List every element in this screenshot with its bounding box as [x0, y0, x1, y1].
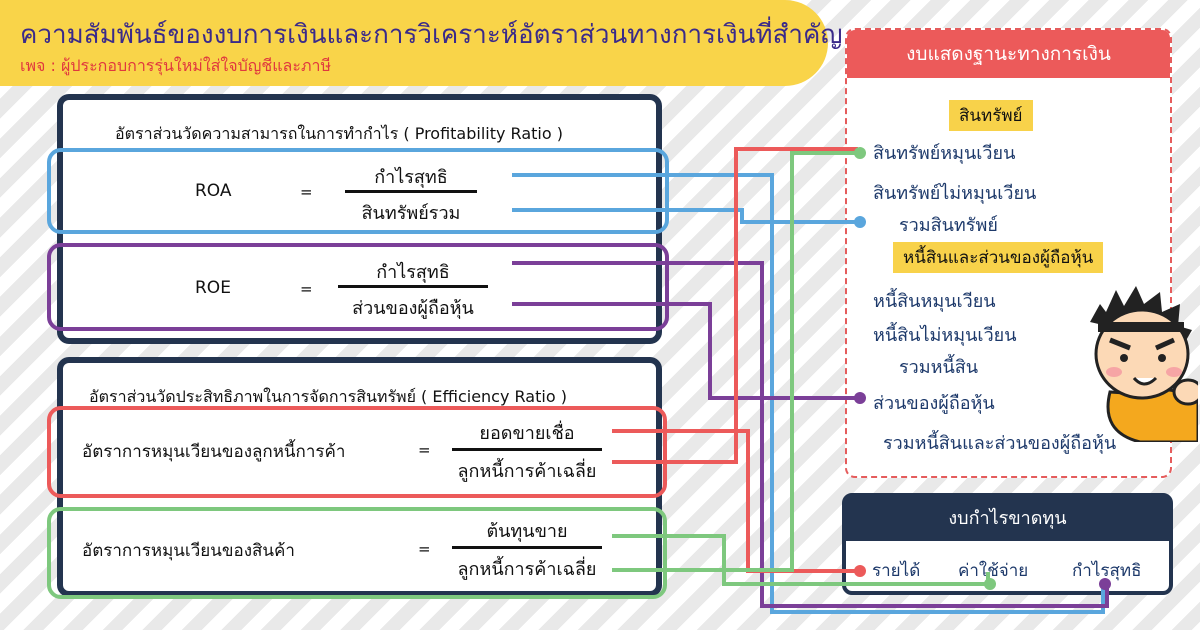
roa-denominator-connector: [512, 208, 858, 224]
total-assets-dot: [854, 216, 866, 228]
inventory-equals: =: [418, 540, 431, 558]
roe-numerator-connector: [512, 261, 1109, 608]
roa-numerator-connector: [512, 173, 1105, 614]
noncurrent-liabilities-item: หนี้สินไม่หมุนเวียน: [873, 325, 1017, 346]
profitability-panel: อัตราส่วนวัดความสามารถในการทำกำไร ( Prof…: [57, 94, 662, 344]
net-profit-item: กำไรสุทธิ: [1072, 561, 1142, 581]
roe-equals: =: [300, 280, 313, 298]
receivable-fraction-line: [452, 448, 602, 451]
receivable-denominator: ลูกหนี้การค้าเฉลี่ย: [457, 461, 597, 482]
revenue-item: รายได้: [872, 561, 921, 581]
roe-box: [47, 243, 669, 331]
net-profit-dot: [1099, 578, 1111, 590]
income-statement-title: งบกำไรขาดทุน: [846, 497, 1169, 541]
expenses-item: ค่าใช้จ่าย: [958, 561, 1029, 581]
inventory-numerator: ต้นทุนขาย: [486, 521, 568, 542]
receivable-box: [47, 406, 667, 498]
inventory-box: [47, 507, 667, 599]
total-liabilities-item: รวมหนี้สิน: [899, 357, 979, 378]
current-assets-item: สินทรัพย์หมุนเวียน: [873, 143, 1016, 164]
total-assets-item: รวมสินทรัพย์: [899, 215, 998, 236]
inventory-label: อัตราการหมุนเวียนของสินค้า: [82, 541, 295, 561]
inventory-denominator: ลูกหนี้การค้าเฉลี่ย: [457, 559, 597, 580]
receivable-denominator-connector: [612, 147, 858, 464]
total-liabilities-equity-item: รวมหนี้สินและส่วนของผู้ถือหุ้น: [883, 433, 1117, 454]
liabilities-equity-tag: หนี้สินและส่วนของผู้ถือหุ้น: [893, 242, 1104, 273]
income-statement-panel: งบกำไรขาดทุน รายได้ ค่าใช้จ่าย กำไรสุทธิ: [842, 493, 1173, 595]
roa-numerator: กำไรสุทธิ: [374, 167, 448, 188]
roa-box: [47, 148, 669, 234]
revenue-dot: [854, 565, 866, 577]
expenses-dot: [984, 578, 996, 590]
roe-denominator-connector: [512, 302, 858, 400]
roa-denominator: สินทรัพย์รวม: [361, 203, 461, 224]
cartoon-mascot: [1090, 286, 1198, 442]
efficiency-panel: อัตราส่วนวัดประสิทธิภาพในการจัดการสินทรั…: [57, 357, 662, 597]
receivable-numerator-connector: [612, 429, 858, 573]
noncurrent-assets-item: สินทรัพย์ไม่หมุนเวียน: [873, 183, 1037, 204]
roa-equals: =: [300, 183, 313, 201]
inventory-denominator-connector: [612, 151, 858, 572]
receivable-numerator: ยอดขายเชื่อ: [479, 423, 575, 444]
page-subtitle: เพจ : ผู้ประกอบการรุ่นใหม่ใส่ใจบัญชีและภ…: [20, 56, 332, 75]
title-banner: ความสัมพันธ์ของงบการเงินและการวิเคราะห์อ…: [0, 0, 843, 86]
roe-denominator: ส่วนของผู้ถือหุ้น: [352, 298, 474, 319]
roe-numerator: กำไรสุทธิ: [376, 262, 450, 283]
page-title: ความสัมพันธ์ของงบการเงินและการวิเคราะห์อ…: [20, 20, 843, 50]
roa-fraction-line: [345, 190, 477, 193]
receivable-label: อัตราการหมุนเวียนของลูกหนี้การค้า: [82, 442, 346, 462]
balance-sheet-panel: งบแสดงฐานะทางการเงิน สินทรัพย์ สินทรัพย์…: [845, 28, 1172, 478]
current-assets-dot: [854, 147, 866, 159]
current-liabilities-item: หนี้สินหมุนเวียน: [873, 291, 996, 312]
efficiency-heading: อัตราส่วนวัดประสิทธิภาพในการจัดการสินทรั…: [89, 387, 567, 406]
inventory-numerator-connector: [612, 534, 990, 586]
roa-label: ROA: [195, 181, 232, 201]
roe-fraction-line: [338, 285, 488, 288]
assets-tag: สินทรัพย์: [949, 100, 1033, 131]
balance-sheet-title: งบแสดงฐานะทางการเงิน: [847, 30, 1170, 78]
receivable-equals: =: [418, 441, 431, 459]
profitability-heading: อัตราส่วนวัดความสามารถในการทำกำไร ( Prof…: [115, 124, 563, 143]
equity-dot: [854, 392, 866, 404]
equity-item: ส่วนของผู้ถือหุ้น: [873, 393, 995, 414]
inventory-fraction-line: [452, 546, 602, 549]
roe-label: ROE: [195, 278, 231, 298]
